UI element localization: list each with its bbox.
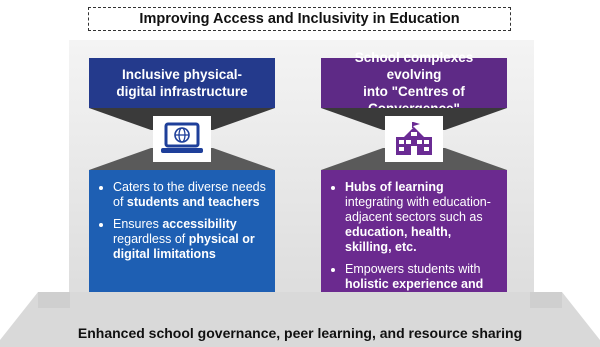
right-connector — [321, 108, 507, 170]
right-header-line1: School complexes evolving — [354, 50, 474, 82]
left-column: Inclusive physical- digital infrastructu… — [89, 58, 275, 298]
left-bullet-1: Caters to the diverse needs of students … — [113, 180, 267, 210]
laptop-globe-icon — [153, 116, 211, 162]
right-body: Hubs of learning integrating with educat… — [321, 170, 507, 306]
right-column: School complexes evolving into "Centres … — [321, 50, 507, 306]
right-bullet-1: Hubs of learning integrating with educat… — [345, 180, 499, 255]
diagram-title: Improving Access and Inclusivity in Educ… — [88, 7, 511, 31]
left-body: Caters to the diverse needs of students … — [89, 170, 275, 298]
left-header-line1: Inclusive physical- — [121, 67, 243, 82]
school-building-icon — [385, 116, 443, 162]
left-header: Inclusive physical- digital infrastructu… — [89, 58, 275, 108]
bottom-banner-text: Enhanced school governance, peer learnin… — [77, 325, 523, 341]
bottom-double-arrow — [0, 292, 600, 347]
left-bullet-2: Ensures accessibility regardless of phys… — [113, 217, 267, 262]
right-header: School complexes evolving into "Centres … — [321, 50, 507, 116]
left-header-line2: digital infrastructure — [116, 84, 248, 99]
left-connector — [89, 108, 275, 170]
